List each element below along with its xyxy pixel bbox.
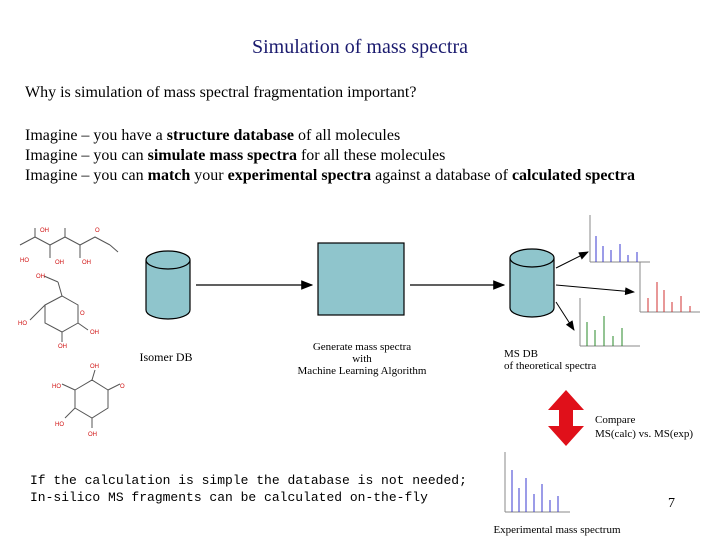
compare-double-arrow	[548, 390, 584, 446]
question-text: Why is simulation of mass spectral fragm…	[25, 84, 417, 101]
svg-text:O: O	[120, 384, 125, 390]
ms-db-label: MS DB of theoretical spectra	[504, 348, 597, 372]
slide-title: Simulation of mass spectra	[251, 36, 469, 58]
arrow-to-spectrum-2	[555, 284, 635, 296]
svg-text:OH: OH	[58, 344, 67, 350]
theoretical-spectrum-2	[639, 262, 700, 313]
svg-text:HO: HO	[55, 422, 64, 428]
svg-text:OH: OH	[55, 260, 64, 266]
imagine-line-3: Imagine – you can match your experimenta…	[25, 167, 636, 184]
svg-text:OH: OH	[90, 330, 99, 336]
svg-text:OH: OH	[88, 432, 97, 438]
ml-algorithm-box	[317, 242, 405, 316]
molecule-structure-2	[29, 275, 89, 342]
molecule-structure-3	[61, 369, 121, 428]
isomer-db-cylinder	[145, 250, 191, 320]
imagine-line-2: Imagine – you can simulate mass spectra …	[25, 147, 446, 164]
experimental-spectrum-label: Experimental mass spectrum	[493, 524, 621, 536]
molecule-structure-1	[19, 228, 119, 258]
imagine-list: Imagine – you have a structure database …	[25, 126, 635, 186]
generate-label: Generate mass spectra with Machine Learn…	[297, 341, 427, 377]
ms-db-cylinder	[509, 248, 555, 318]
compare-label: Compare MS(calc) vs. MS(exp)	[595, 414, 694, 440]
theoretical-spectrum-1	[589, 215, 650, 263]
slide-number: 7	[668, 496, 675, 511]
svg-text:O: O	[95, 228, 100, 234]
isomer-db-label: Isomer DB	[139, 350, 193, 364]
svg-text:OH: OH	[90, 364, 99, 370]
theoretical-spectrum-3	[579, 298, 640, 347]
svg-text:HO: HO	[18, 321, 27, 327]
experimental-spectrum	[504, 452, 570, 513]
imagine-line-1: Imagine – you have a structure database …	[25, 127, 401, 144]
svg-text:O: O	[80, 311, 85, 317]
svg-text:OH: OH	[82, 260, 91, 266]
svg-text:OH: OH	[40, 228, 49, 234]
arrow-to-spectrum-1	[555, 251, 589, 269]
svg-text:HO: HO	[20, 258, 29, 264]
svg-text:HO: HO	[52, 384, 61, 390]
footnote-text: If the calculation is simple the databas…	[30, 473, 467, 505]
arrow-to-spectrum-3	[555, 301, 575, 331]
svg-text:OH: OH	[36, 274, 45, 280]
